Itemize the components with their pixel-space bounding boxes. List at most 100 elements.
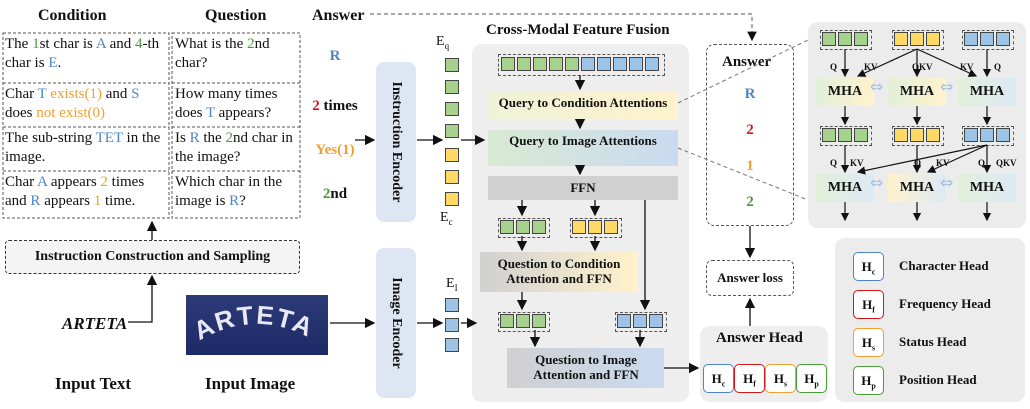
bidirectional-arrow-icon: ⇔ [870, 173, 883, 192]
mha-token [980, 128, 994, 142]
legend-head-box-f: Hf [853, 290, 884, 319]
mha-token [996, 128, 1010, 142]
condition-cell-segment: 0 [92, 105, 101, 121]
answer-head-title: Answer Head [716, 330, 803, 346]
ei-token [445, 298, 459, 312]
mha-token [894, 32, 908, 46]
attn-label: KV [960, 62, 974, 72]
q-token [516, 220, 530, 234]
condition-cell-segment: not exist( [36, 105, 93, 121]
condition-cell-segment: 1 [89, 86, 97, 102]
image-encoder-box: Image Encoder [376, 248, 416, 398]
mha-arrow [926, 144, 988, 173]
q2c-label: Query to Condition Attentions [498, 95, 668, 110]
image-encoder-label: Image Encoder [389, 277, 404, 369]
ffn-block [488, 176, 678, 200]
condition-cell-segment: 4 [135, 36, 143, 52]
query-token [549, 57, 563, 71]
attn-label: Q [830, 158, 838, 168]
condition-cell-segment: ) [100, 105, 105, 121]
mha-arrow [856, 144, 988, 175]
fusion-title: Cross-Modal Feature Fusion [486, 22, 670, 38]
condition-cell: The sub-string TET in the image. [5, 129, 167, 167]
head-subscript: s [872, 343, 876, 353]
question-cell-segment: R [229, 193, 240, 209]
condition-cell-segment: TET [95, 130, 123, 146]
mha-block: MHA [958, 78, 1016, 106]
head-box-p: Hp [796, 364, 827, 393]
head-symbol: H [743, 371, 754, 386]
legend-head-name: Status Head [899, 334, 967, 349]
i-token [617, 314, 631, 328]
condition-cell-segment: st char is [39, 36, 96, 52]
ec-token [445, 170, 459, 184]
answer-cell-segment: times [319, 98, 358, 114]
head-symbol: H [711, 371, 722, 386]
mha-arrows: ⇔ ⇔ ⇔ ⇔ [840, 48, 992, 222]
answer-panel-title: Answer [722, 54, 772, 70]
question-cell-segment: R [189, 130, 200, 146]
attn-label: QKV [996, 158, 1017, 168]
mha-token [822, 128, 836, 142]
question-cell: How many times does T appears? [175, 85, 299, 123]
question-header: Question [205, 7, 267, 24]
condition-cell-segment: does [5, 105, 37, 121]
condition-cell-segment: 2 [100, 174, 108, 190]
head-symbol: H [861, 373, 872, 388]
condition-cell-segment: A [95, 36, 106, 52]
question-cell: Which char in the image is R? [175, 173, 299, 211]
attn-label: KV [850, 158, 864, 168]
head-subscript: c [871, 267, 876, 277]
head-subscript: f [872, 305, 875, 315]
mha-block: MHA [888, 78, 946, 106]
attn-label: KV [936, 158, 950, 168]
q2c-block [488, 92, 678, 120]
condition-cell-segment: and [105, 36, 136, 52]
question-cell-segment: the [199, 130, 226, 146]
mha-token [964, 128, 978, 142]
mha-token-group [962, 126, 1014, 146]
answer-cell: 2 times [300, 97, 370, 116]
mha-token-group [820, 126, 872, 146]
question-cell: What is the 2nd char? [175, 35, 299, 73]
condition-cell-segment: Char [5, 174, 38, 190]
legend-head-name: Character Head [899, 258, 989, 273]
mha-block: MHA [888, 174, 946, 202]
condition-cell-segment: time. [101, 193, 136, 209]
bidirectional-arrow-icon: ⇔ [870, 77, 883, 96]
image-word-svg: ARTETA [189, 300, 318, 346]
question-cell-segment: Is [175, 130, 190, 146]
condition-cell-segment: Char [5, 86, 38, 102]
bidirectional-arrow-icon: ⇔ [940, 77, 953, 96]
condition-cell-segment: . [57, 55, 62, 71]
ffn-label: FFN [570, 180, 596, 195]
question-token-group [498, 218, 550, 238]
condition-cell-segment: T [37, 86, 47, 102]
head-symbol: H [861, 259, 872, 274]
head-subscript: s [784, 379, 788, 389]
instruction-construction-box: Instruction Construction and Sampling [5, 240, 300, 274]
query-token [597, 57, 611, 71]
condition-cell-segment: The sub-string [5, 130, 96, 146]
legend-head-name: Position Head [899, 372, 977, 387]
condition-cell-segment: appears [40, 193, 94, 209]
legend-head-name: Frequency Head [899, 296, 991, 311]
qc-ffn-label: Question to Condition Attention and FFN [497, 256, 621, 286]
bidirectional-arrow-icon: ⇔ [940, 173, 953, 192]
mha-token [926, 128, 940, 142]
mha-token-group [892, 126, 944, 146]
condition-header: Condition [38, 7, 107, 24]
mha-token [822, 32, 836, 46]
eq-token [445, 58, 459, 72]
c-token [572, 220, 586, 234]
q-token [516, 314, 530, 328]
image-token-group [615, 312, 667, 332]
answer-header: Answer [312, 7, 365, 24]
question-token-group-2 [498, 312, 550, 332]
i-token [633, 314, 647, 328]
condition-cell-segment: appears [47, 174, 101, 190]
answer-cell-segment: 1 [342, 142, 350, 158]
q-token [532, 314, 546, 328]
q-token [500, 220, 514, 234]
